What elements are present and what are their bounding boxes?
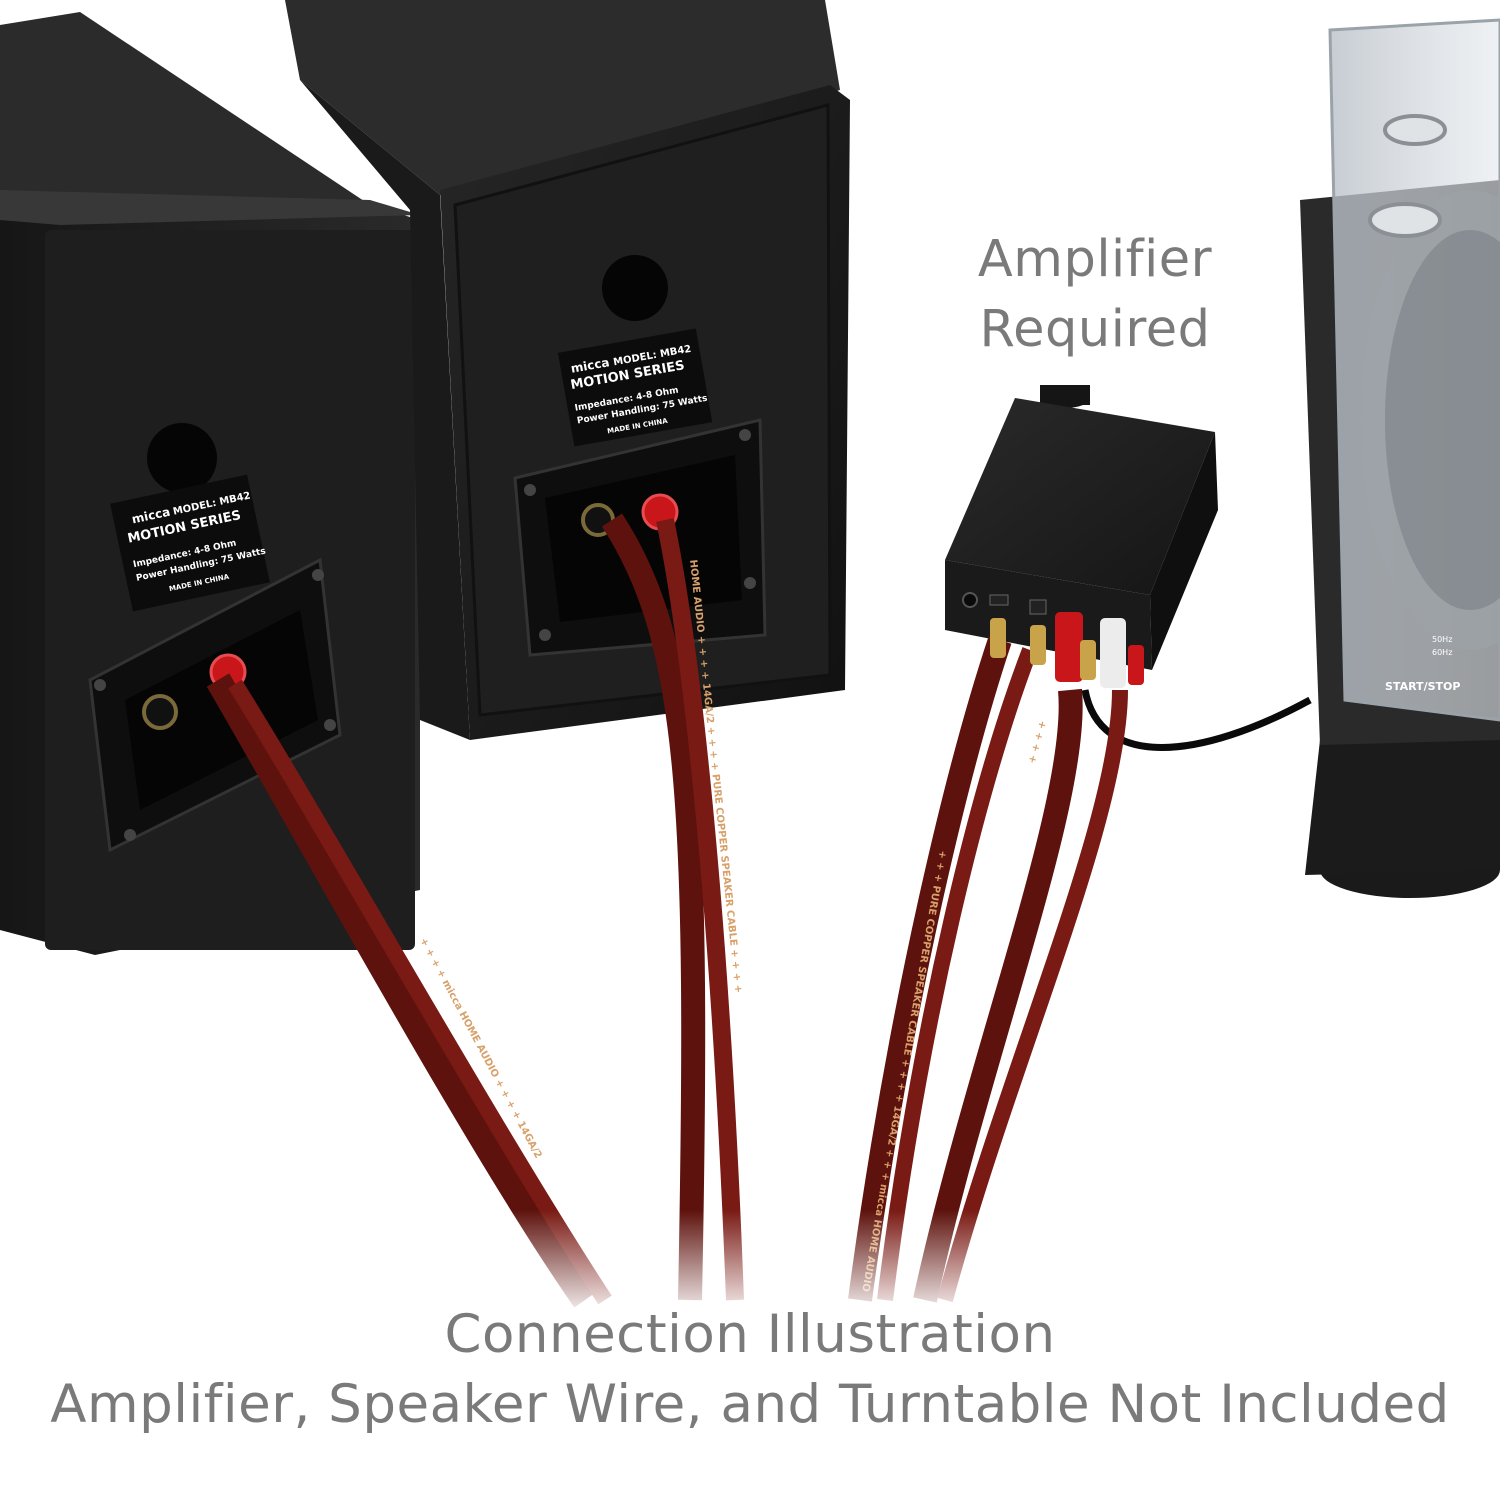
- callout-line-2: Required: [979, 300, 1211, 359]
- speed-label-50hz: 50Hz: [1432, 635, 1452, 644]
- caption-line-2: Amplifier, Speaker Wire, and Turntable N…: [50, 1374, 1450, 1435]
- cable-print-right-b: + + + +: [1026, 719, 1048, 764]
- turntable: START/STOP 50Hz 60Hz: [1300, 18, 1500, 898]
- left-speaker: micca MODEL: MB42 MOTION SERIES Impedanc…: [0, 12, 420, 955]
- right-terminal-plate: [513, 418, 767, 657]
- right-speaker-label: micca MODEL: MB42 MOTION SERIES Impedanc…: [557, 328, 713, 447]
- turntable-rca-cable: [1081, 689, 1312, 751]
- amplifier-required-callout: Amplifier Required: [970, 225, 1220, 365]
- callout-line-1: Amplifier: [977, 230, 1213, 289]
- connection-caption: Connection Illustration Amplifier, Speak…: [0, 1300, 1500, 1440]
- right-speaker: micca MODEL: MB42 MOTION SERIES Impedanc…: [285, 0, 850, 740]
- start-stop-label: START/STOP: [1385, 680, 1460, 693]
- left-speaker-label: micca MODEL: MB42 MOTION SERIES Impedanc…: [110, 474, 270, 612]
- label-brand: micca: [570, 355, 611, 376]
- amplifier-rca-plugs: [990, 612, 1144, 688]
- caption-line-1: Connection Illustration: [444, 1304, 1056, 1365]
- speed-label-60hz: 60Hz: [1432, 648, 1452, 657]
